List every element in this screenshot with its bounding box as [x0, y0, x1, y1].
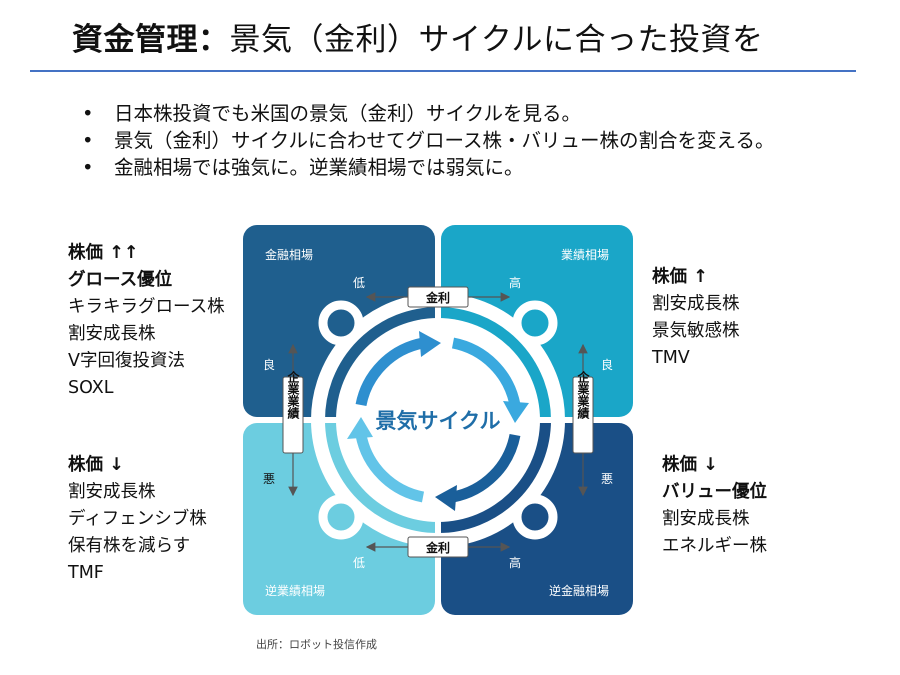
cycle-arrow	[355, 433, 425, 503]
good-label-right: 良	[601, 357, 613, 372]
quadrant-label-kinyu: 金融相場	[265, 247, 313, 262]
cycle-arrow-head	[347, 417, 373, 439]
cycle-arrow-head	[503, 401, 529, 423]
note-item: SOXL	[68, 378, 114, 398]
quadrant-label-gyaku-gyoseki: 逆業績相場	[265, 583, 325, 598]
note-item: TMF	[68, 563, 104, 583]
title-rest: 景気（金利）サイクルに合った投資を	[229, 22, 764, 58]
rate-label-top: 金利	[425, 290, 450, 305]
quadrant-label-gyaku-kinyu: 逆金融相場	[549, 583, 609, 598]
cycle-arrow-head	[435, 485, 457, 511]
note-bottom-left: 株価 ↓ 割安成長株 ディフェンシブ株 保有株を減らす TMF	[68, 452, 207, 587]
note-item: 保有株を減らす	[68, 536, 191, 556]
bad-label-right: 悪	[601, 472, 613, 486]
source-credit: 出所：ロボット投信作成	[256, 638, 377, 651]
note-top-left: 株価 ↑↑ グロース優位 キラキラグロース株 割安成長株 V字回復投資法 SOX…	[68, 240, 225, 402]
note-item: 割安成長株	[662, 509, 750, 529]
note-item: 割安成長株	[652, 294, 740, 314]
quadrant-label-gyoseki: 業績相場	[561, 248, 609, 262]
good-label-left: 良	[263, 357, 275, 372]
bullet-list: 日本株投資でも米国の景気（金利）サイクルを見る。 景気（金利）サイクルに合わせて…	[78, 100, 774, 181]
note-heading: 株価 ↓	[68, 455, 124, 475]
low-label-top: 低	[353, 276, 365, 290]
earnings-label-right: 企業業績	[576, 370, 590, 420]
page-title: 資金管理：景気（金利）サイクルに合った投資を	[72, 14, 763, 59]
center-disc	[336, 318, 540, 522]
bullet-item: 日本株投資でも米国の景気（金利）サイクルを見る。	[78, 100, 774, 127]
note-item: 割安成長株	[68, 324, 156, 344]
earnings-label-box-left	[282, 376, 304, 454]
note-item: V字回復投資法	[68, 351, 185, 371]
business-cycle-diagram: 金融相場 業績相場 逆業績相場 逆金融相場 景気サイクル 金利 低 高 金利 低…	[243, 225, 633, 615]
note-heading: グロース優位	[68, 270, 173, 290]
title-bold: 資金管理：	[72, 22, 230, 58]
rate-label-box-bottom	[407, 536, 469, 558]
title-divider	[30, 70, 856, 72]
high-label-bottom: 高	[509, 555, 521, 570]
earnings-label-box-right	[572, 376, 594, 454]
bullet-item: 金融相場では強気に。逆業績相場では弱気に。	[78, 154, 774, 181]
cycle-arrow	[355, 337, 425, 407]
bullet-item: 景気（金利）サイクルに合わせてグロース株・バリュー株の割合を変える。	[78, 127, 774, 154]
note-heading: バリュー優位	[662, 482, 767, 502]
bad-label-left: 悪	[263, 472, 275, 486]
note-heading: 株価 ↑↑	[68, 243, 139, 263]
note-item: エネルギー株	[662, 536, 767, 556]
cycle-arrow	[451, 337, 521, 407]
cycle-arrow	[451, 433, 521, 503]
note-bottom-right: 株価 ↓ バリュー優位 割安成長株 エネルギー株	[662, 452, 767, 560]
rate-label-box-top	[407, 286, 469, 308]
note-top-right: 株価 ↑ 割安成長株 景気敏感株 TMV	[652, 264, 740, 372]
node-top-left	[318, 300, 364, 346]
node-bottom-left	[318, 494, 364, 540]
node-bottom-right	[512, 494, 558, 540]
cycle-arrow-head	[419, 331, 441, 357]
note-heading: 株価 ↑	[652, 267, 708, 287]
note-item: TMV	[652, 348, 690, 368]
node-top-right	[512, 300, 558, 346]
high-label-top: 高	[509, 275, 521, 290]
note-item: 景気敏感株	[652, 321, 740, 341]
note-item: 割安成長株	[68, 482, 156, 502]
earnings-label-left: 企業業績	[286, 370, 300, 420]
low-label-bottom: 低	[353, 556, 365, 570]
note-heading: 株価 ↓	[662, 455, 718, 475]
note-item: キラキラグロース株	[68, 297, 225, 317]
center-label: 景気サイクル	[376, 409, 501, 433]
rate-label-bottom: 金利	[425, 540, 450, 555]
note-item: ディフェンシブ株	[68, 509, 207, 529]
